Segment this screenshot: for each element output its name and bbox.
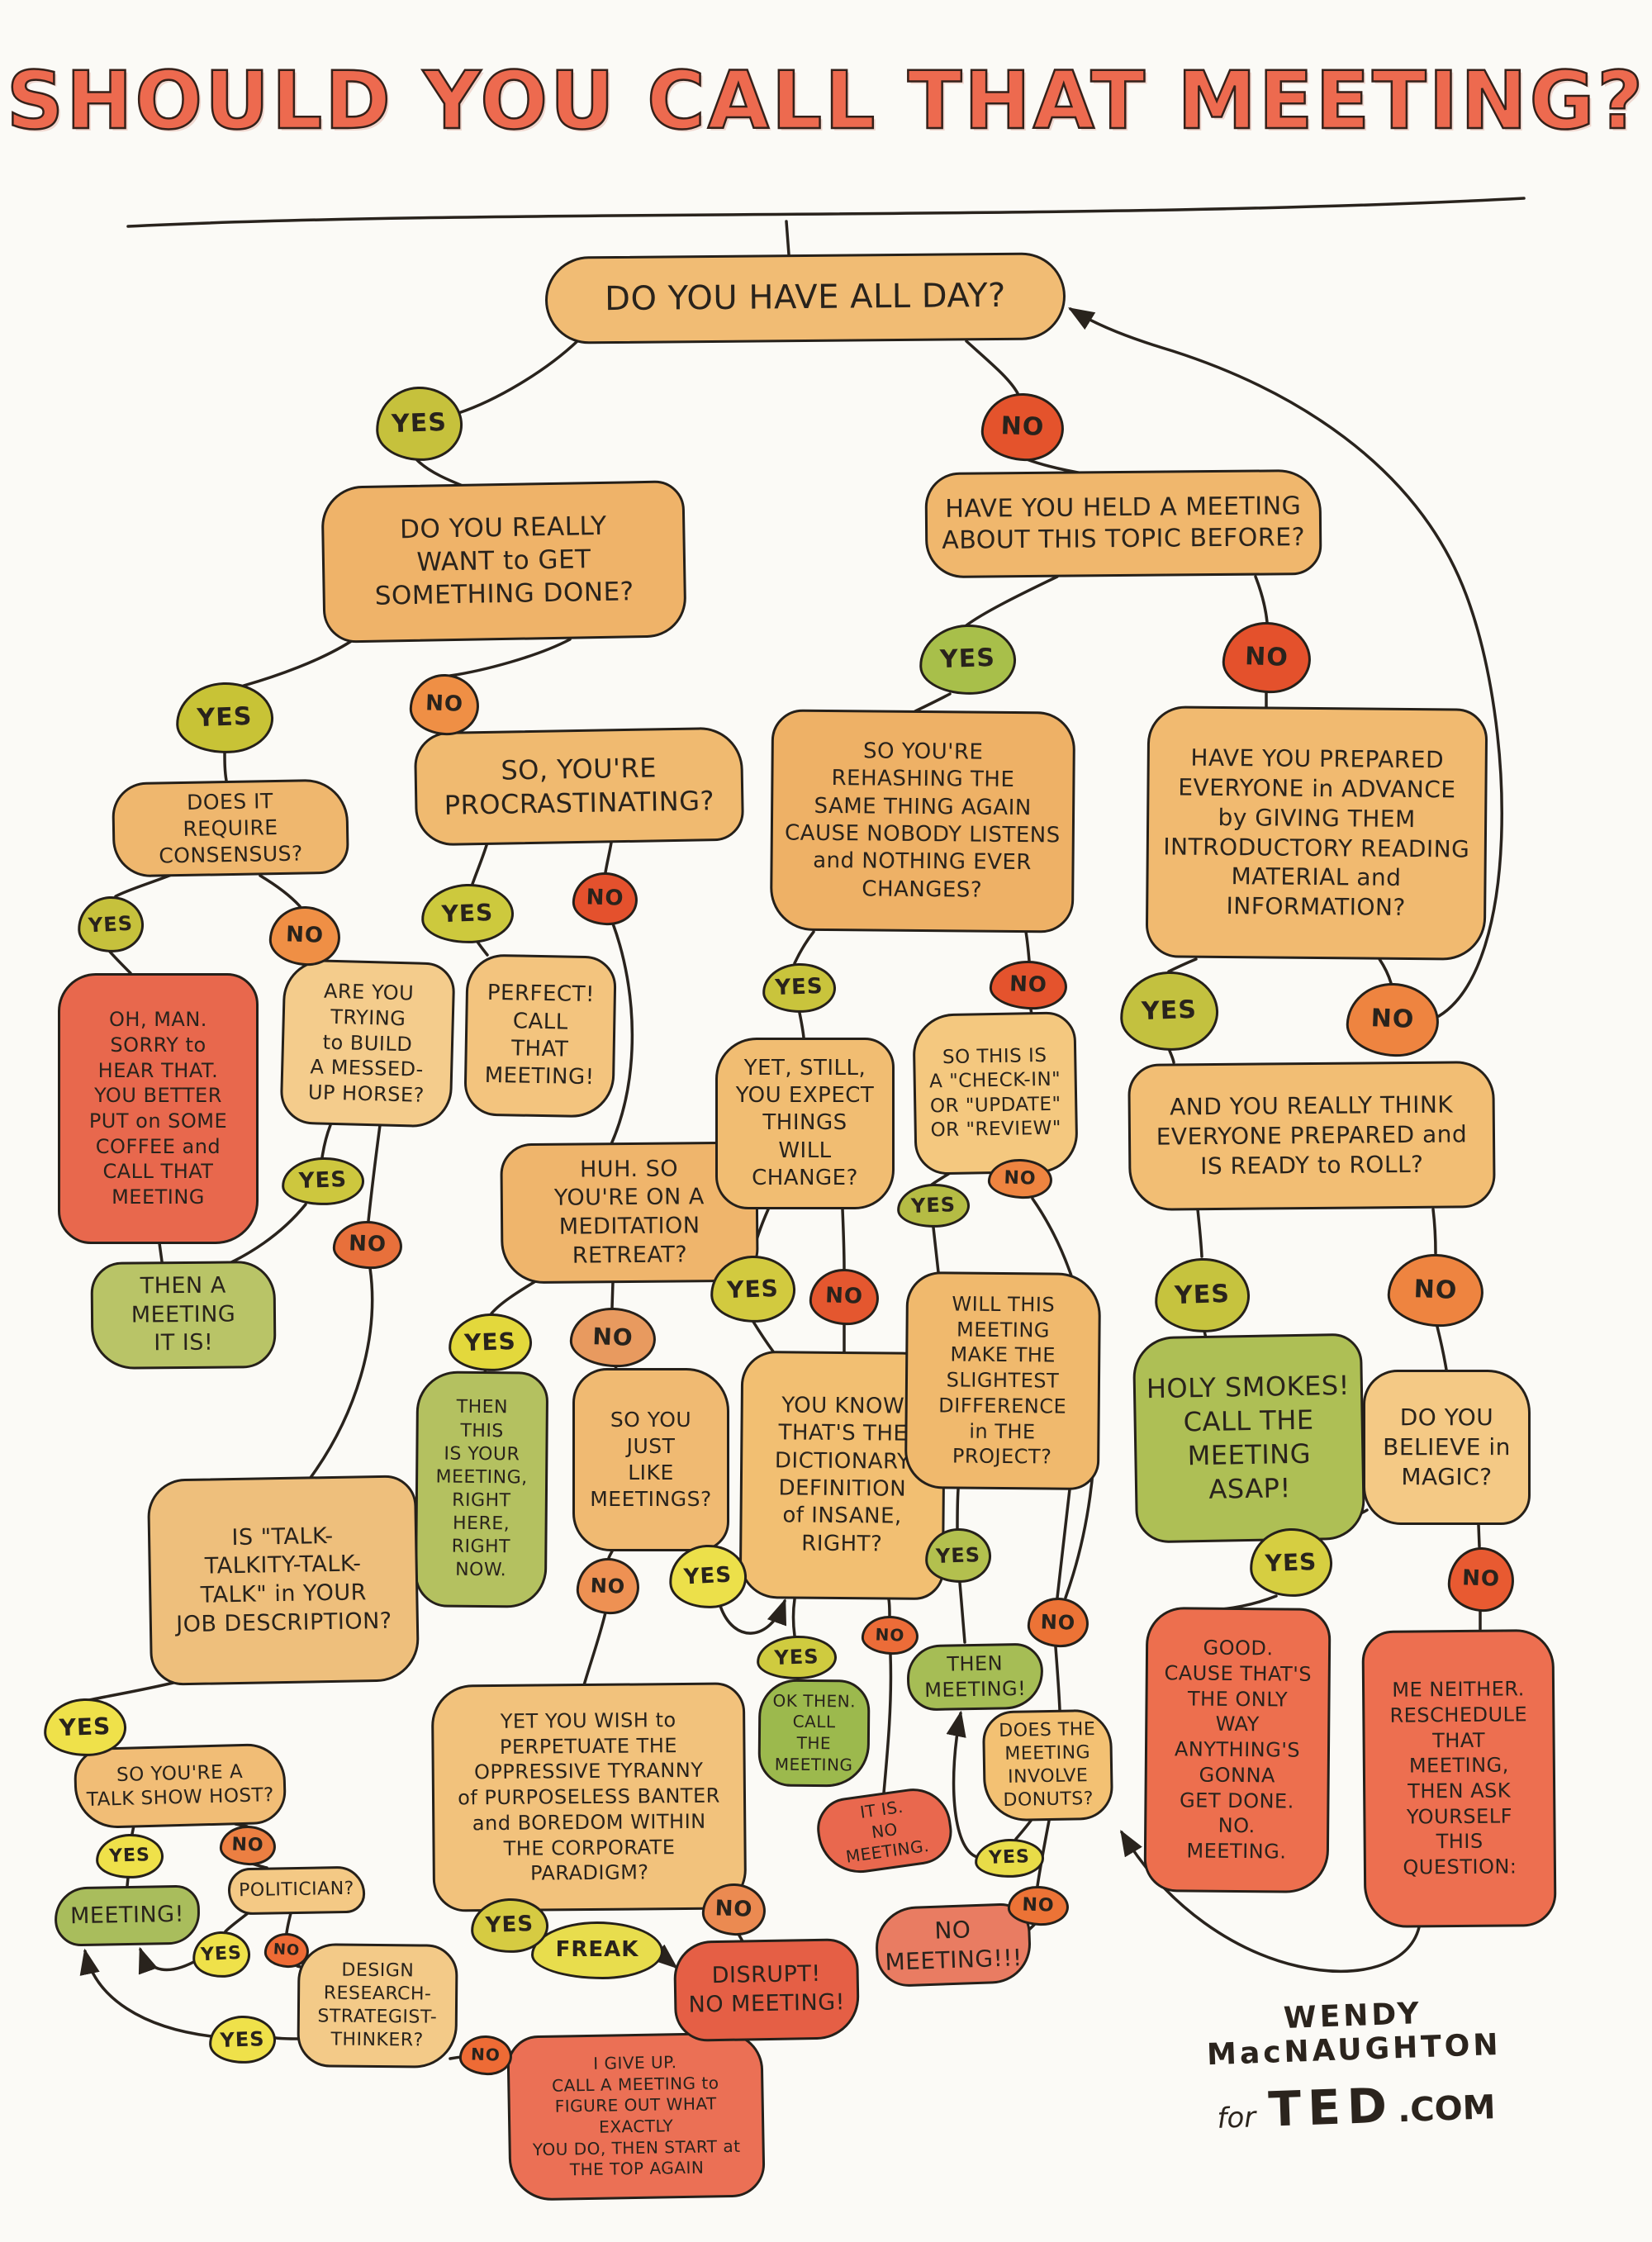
- node-q-corporate-paradigm: YET YOU WISH to PERPETUATE THE OPPRESSIV…: [430, 1682, 748, 1912]
- node-q-just-like-meetings: SO YOU JUST LIKE MEETINGS?: [572, 1368, 729, 1551]
- edge-title-rule: [126, 197, 1526, 228]
- edge-no-insane-to-it-is-no-meeting: [882, 1653, 893, 1794]
- edge-yes-rehashing-to-q-expect-change: [798, 1011, 805, 1039]
- edge-yes-prepared-to-q-ready-to-roll: [1168, 1049, 1175, 1064]
- edge-q-rehashing-to-yes-rehashing: [793, 930, 815, 965]
- node-meeting-exclaim: MEETING!: [54, 1884, 201, 1947]
- edge-q-held-before-to-no-held-before: [1254, 575, 1269, 624]
- node-q-expect-change: YET, STILL, YOU EXPECT THINGS WILL CHANG…: [715, 1038, 895, 1209]
- edge-q-politician-to-yes-politician: [224, 1912, 249, 1933]
- edge-q-want-done-to-yes-want-done: [242, 637, 357, 687]
- node-q-design-research-strategist: DESIGN RESEARCH- STRATEGIST- THINKER?: [297, 1943, 458, 2069]
- edge-yes-like-meetings-to-q-definition-of-insane: [719, 1598, 787, 1635]
- node-q-donuts: DOES THE MEETING INVOLVE DONUTS?: [981, 1708, 1114, 1822]
- edge-q-procrastinating-to-no-procrastinating: [604, 841, 613, 874]
- node-me-neither-reschedule: ME NEITHER. RESCHEDULE THAT MEETING, THE…: [1361, 1628, 1557, 1929]
- edge-yes-politician-to-meeting-exclaim: [138, 1946, 200, 1975]
- edge-q-check-in-update-review-to-yes-check-in: [930, 1171, 952, 1186]
- node-q-consensus: DOES IT REQUIRE CONSENSUS?: [112, 778, 349, 878]
- edge-q-prepared-everyone-to-no-prepared: [1378, 957, 1393, 985]
- node-q-talk-show-host: SO YOU'RE A TALK SHOW HOST?: [73, 1742, 287, 1830]
- edge-q-design-research-strategist-to-yes-design: [274, 2036, 299, 2040]
- node-q-ready-to-roll: AND YOU REALLY THINK EVERYONE PREPARED a…: [1127, 1061, 1496, 1211]
- node-q-check-in-update-review: SO THIS IS A "CHECK-IN" OR "UPDATE" OR "…: [912, 1011, 1079, 1176]
- edge-no-horse-to-q-talkity-talk: [308, 1266, 374, 1480]
- signature-brand: TED: [1267, 2077, 1395, 2138]
- edge-start-to-no-all-day: [965, 340, 1019, 395]
- node-then-this-is-your-meeting: THEN THIS IS YOUR MEETING, RIGHT HERE, R…: [414, 1370, 549, 1608]
- node-i-give-up: I GIVE UP. CALL A MEETING to FIGURE OUT …: [506, 2031, 766, 2202]
- edge-q-consensus-to-no-consensus: [259, 874, 301, 908]
- edge-yes-consensus-to-oh-man-call-that-meeting: [108, 950, 132, 975]
- answer-freak: FREAK: [531, 1921, 663, 1979]
- edge-yes-expect-change-to-q-definition-of-insane: [752, 1320, 775, 1353]
- node-holy-smokes-asap: HOLY SMOKES! CALL THE MEETING ASAP!: [1132, 1332, 1366, 1544]
- edge-yes-held-before-to-q-rehashing: [914, 692, 952, 713]
- node-q-politician: POLITICIAN?: [227, 1865, 366, 1916]
- edge-q-meditation-retreat-to-yes-meditation: [490, 1279, 539, 1315]
- edge-title-to-start: [785, 220, 790, 256]
- node-start: DO YOU HAVE ALL DAY?: [544, 252, 1066, 344]
- edge-q-slightest-difference-to-yes-difference: [956, 1488, 960, 1530]
- edge-no-difference-to-q-donuts: [1054, 1646, 1061, 1712]
- edge-oh-man-call-that-meeting-to-then-a-meeting-it-is: [158, 1242, 164, 1263]
- edge-yes-procrastinating-to-perfect-call-that-meeting: [476, 940, 489, 957]
- signature: WENDY MacNAUGHTON for TED.COM: [1129, 1992, 1579, 2143]
- node-q-believe-in-magic: DO YOU BELIEVE in MAGIC?: [1363, 1370, 1531, 1525]
- edge-yes-design-to-meeting-exclaim: [79, 1948, 213, 2038]
- edge-q-consensus-to-yes-consensus: [114, 872, 175, 898]
- node-ok-then-call-the-meeting: OK THEN. CALL THE MEETING: [757, 1679, 871, 1788]
- signature-domain: .COM: [1397, 2088, 1497, 2130]
- edge-yes-talk-show-to-meeting-exclaim: [126, 1876, 130, 1888]
- edge-q-procrastinating-to-yes-procrastinating: [471, 841, 489, 886]
- edge-q-prepared-everyone-to-yes-prepared: [1167, 957, 1198, 973]
- edge-q-definition-of-insane-to-no-insane: [887, 1598, 891, 1617]
- node-perfect-call-that-meeting: PERFECT! CALL THAT MEETING!: [463, 953, 617, 1119]
- edge-q-messed-up-horse-to-no-horse: [367, 1123, 382, 1223]
- edge-no-like-meetings-to-q-corporate-paradigm: [582, 1611, 607, 1687]
- edge-no-procrastinating-to-q-meditation-retreat: [610, 922, 634, 1146]
- node-q-slightest-difference: WILL THIS MEETING MAKE THE SLIGHTEST DIF…: [904, 1271, 1102, 1491]
- edge-q-rehashing-to-no-rehashing: [1024, 930, 1031, 962]
- signature-author: WENDY MacNAUGHTON: [1206, 1997, 1502, 2073]
- edge-q-ready-to-roll-to-yes-ready: [1196, 1208, 1203, 1258]
- edge-q-expect-change-to-no-expect-change: [841, 1208, 846, 1271]
- node-oh-man-call-that-meeting: OH, MAN. SORRY to HEAR THAT. YOU BETTER …: [58, 973, 259, 1244]
- edge-q-definition-of-insane-to-yes-insane: [791, 1598, 796, 1637]
- edge-no-ready-to-q-believe-in-magic: [1436, 1325, 1448, 1371]
- edge-yes-want-done-to-q-consensus: [223, 750, 228, 782]
- edge-q-ready-to-roll-to-no-ready: [1431, 1208, 1437, 1255]
- node-q-held-before: HAVE YOU HELD A MEETING ABOUT THIS TOPIC…: [924, 468, 1322, 579]
- node-q-procrastinating: SO, YOU'RE PROCRASTINATING?: [413, 726, 745, 847]
- signature-for: for: [1216, 2101, 1256, 2135]
- node-then-a-meeting-it-is: THEN A MEETING IT IS!: [90, 1261, 277, 1370]
- page-title: SHOULD YOU CALL THAT MEETING?: [6, 54, 1646, 149]
- edge-yes-check-in-to-q-slightest-difference: [932, 1226, 940, 1274]
- node-q-messed-up-horse: ARE YOU TRYING to BUILD A MESSED- UP HOR…: [279, 958, 456, 1128]
- edge-no-prepared-to-start: [1068, 307, 1503, 1018]
- node-q-prepared-everyone: HAVE YOU PREPARED EVERYONE in ADVANCE by…: [1145, 705, 1488, 961]
- node-no-meeting-exclaim: NO MEETING!!!: [874, 1902, 1032, 1988]
- edge-yes-donuts-to-then-meeting: [946, 1710, 979, 1859]
- node-q-want-done: DO YOU REALLY WANT to GET SOMETHING DONE…: [320, 480, 687, 644]
- edge-q-politician-to-no-politician: [285, 1912, 292, 1935]
- edge-q-messed-up-horse-to-yes-horse: [320, 1123, 332, 1159]
- node-q-talkity-talk: IS "TALK- TALKITY-TALK- TALK" in YOUR JO…: [146, 1475, 420, 1686]
- edge-q-donuts-to-yes-donuts: [1014, 1819, 1032, 1841]
- node-good-no-meeting: GOOD. CAUSE THAT'S THE ONLY WAY ANYTHING…: [1143, 1607, 1332, 1893]
- node-then-meeting: THEN MEETING!: [906, 1642, 1044, 1712]
- edge-start-to-yes-all-day: [457, 339, 580, 415]
- node-disrupt-no-meeting: DISRUPT! NO MEETING!: [672, 1938, 861, 2042]
- edge-q-meditation-retreat-to-no-meditation: [610, 1280, 615, 1309]
- edge-q-want-done-to-no-want-done: [449, 638, 572, 677]
- edge-q-held-before-to-yes-held-before: [965, 575, 1059, 627]
- edge-q-slightest-difference-to-no-difference: [1056, 1488, 1071, 1599]
- node-q-rehashing: SO YOU'RE REHASHING THE SAME THING AGAIN…: [769, 709, 1076, 933]
- edge-yes-difference-to-then-meeting: [958, 1581, 966, 1644]
